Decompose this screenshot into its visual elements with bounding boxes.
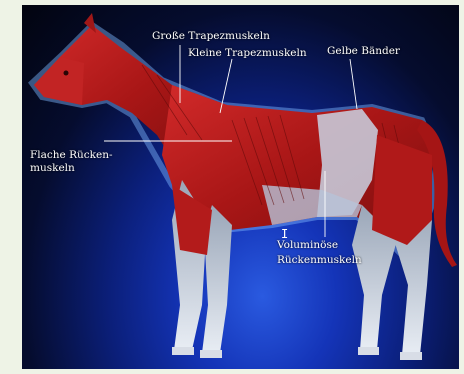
label-flache-rueckenmuskeln-2: muskeln	[30, 162, 75, 175]
hoof	[400, 352, 422, 360]
leader-line-gelbe	[350, 59, 357, 109]
label-flache-rueckenmuskeln-1: Flache Rücken-	[30, 149, 113, 162]
hoof	[358, 347, 379, 355]
text-cursor-icon: I	[281, 227, 288, 241]
hoof	[172, 347, 194, 355]
anatomy-image: Große Trapezmuskeln Kleine Trapezmuskeln…	[22, 5, 459, 369]
label-kleine-trapezmuskeln: Kleine Trapezmuskeln	[188, 47, 307, 60]
label-voluminoese-rueckenmuskeln-2: Rückenmuskeln	[277, 254, 362, 267]
label-grosse-trapezmuskeln: Große Trapezmuskeln	[152, 30, 270, 43]
label-gelbe-baender: Gelbe Bänder	[327, 45, 400, 58]
eye	[64, 71, 69, 76]
hoof	[200, 350, 222, 358]
